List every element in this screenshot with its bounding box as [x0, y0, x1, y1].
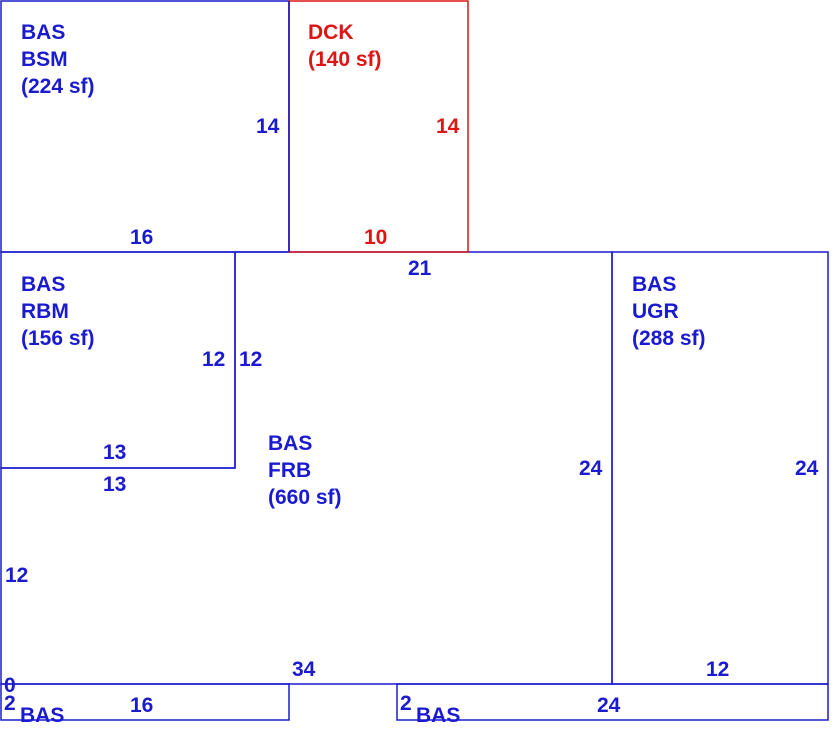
label-bsm: BAS BSM (224 sf): [21, 21, 95, 98]
label-rbm: BAS RBM (156 sf): [21, 273, 95, 350]
label-frb-code: BAS: [268, 432, 312, 455]
label-rbm-code: BAS: [21, 273, 65, 296]
label-bsm-code: BAS: [21, 21, 65, 44]
dimension-labels: 14 16 14 10 21 12 12 13 13 12 24 24 12 3…: [4, 115, 819, 717]
label-frb: BAS FRB (660 sf): [268, 432, 342, 509]
dim-bsm-right: 14: [256, 115, 280, 138]
dim-rbm-bottom-inner: 13: [103, 441, 126, 464]
dim-strip-left-side: 2: [4, 692, 16, 715]
dim-frb-left: 12: [5, 564, 28, 587]
label-frb-sub: FRB: [268, 459, 311, 482]
label-ugr-code: BAS: [632, 273, 676, 296]
label-dck-code: DCK: [308, 21, 354, 44]
label-ugr: BAS UGR (288 sf): [632, 273, 706, 350]
dim-strip-right-len: 24: [597, 694, 621, 717]
dim-zero-mark: 0: [4, 674, 16, 697]
dim-rbm-right-outer: 12: [239, 348, 262, 371]
dim-ugr-bottom: 12: [706, 658, 729, 681]
dim-frb-right: 24: [579, 457, 603, 480]
label-strip-left: BAS: [20, 704, 64, 727]
dim-dck-right: 14: [436, 115, 460, 138]
dim-strip-left-len: 16: [130, 694, 153, 717]
label-ugr-size: (288 sf): [632, 327, 706, 350]
label-bsm-size: (224 sf): [21, 75, 95, 98]
dim-dck-bottom: 10: [364, 226, 387, 249]
label-rbm-sub: RBM: [21, 300, 69, 323]
label-ugr-sub: UGR: [632, 300, 679, 323]
dim-rbm-bottom-outer: 13: [103, 473, 126, 496]
strip-right-outline: [396, 683, 829, 721]
strip-left-outline: [0, 683, 290, 721]
label-rbm-size: (156 sf): [21, 327, 95, 350]
dim-bsm-bottom: 16: [130, 226, 153, 249]
label-dck: DCK (140 sf): [308, 21, 382, 71]
label-bsm-sub: BSM: [21, 48, 68, 71]
dim-frb-bottom: 34: [292, 658, 316, 681]
dim-rbm-right-inner: 12: [202, 348, 225, 371]
label-strip-right: BAS: [416, 704, 460, 727]
dim-ugr-right: 24: [795, 457, 819, 480]
dim-frb-top: 21: [408, 257, 432, 280]
dim-strip-right-side: 2: [400, 692, 412, 715]
label-dck-size: (140 sf): [308, 48, 382, 71]
label-frb-size: (660 sf): [268, 486, 342, 509]
